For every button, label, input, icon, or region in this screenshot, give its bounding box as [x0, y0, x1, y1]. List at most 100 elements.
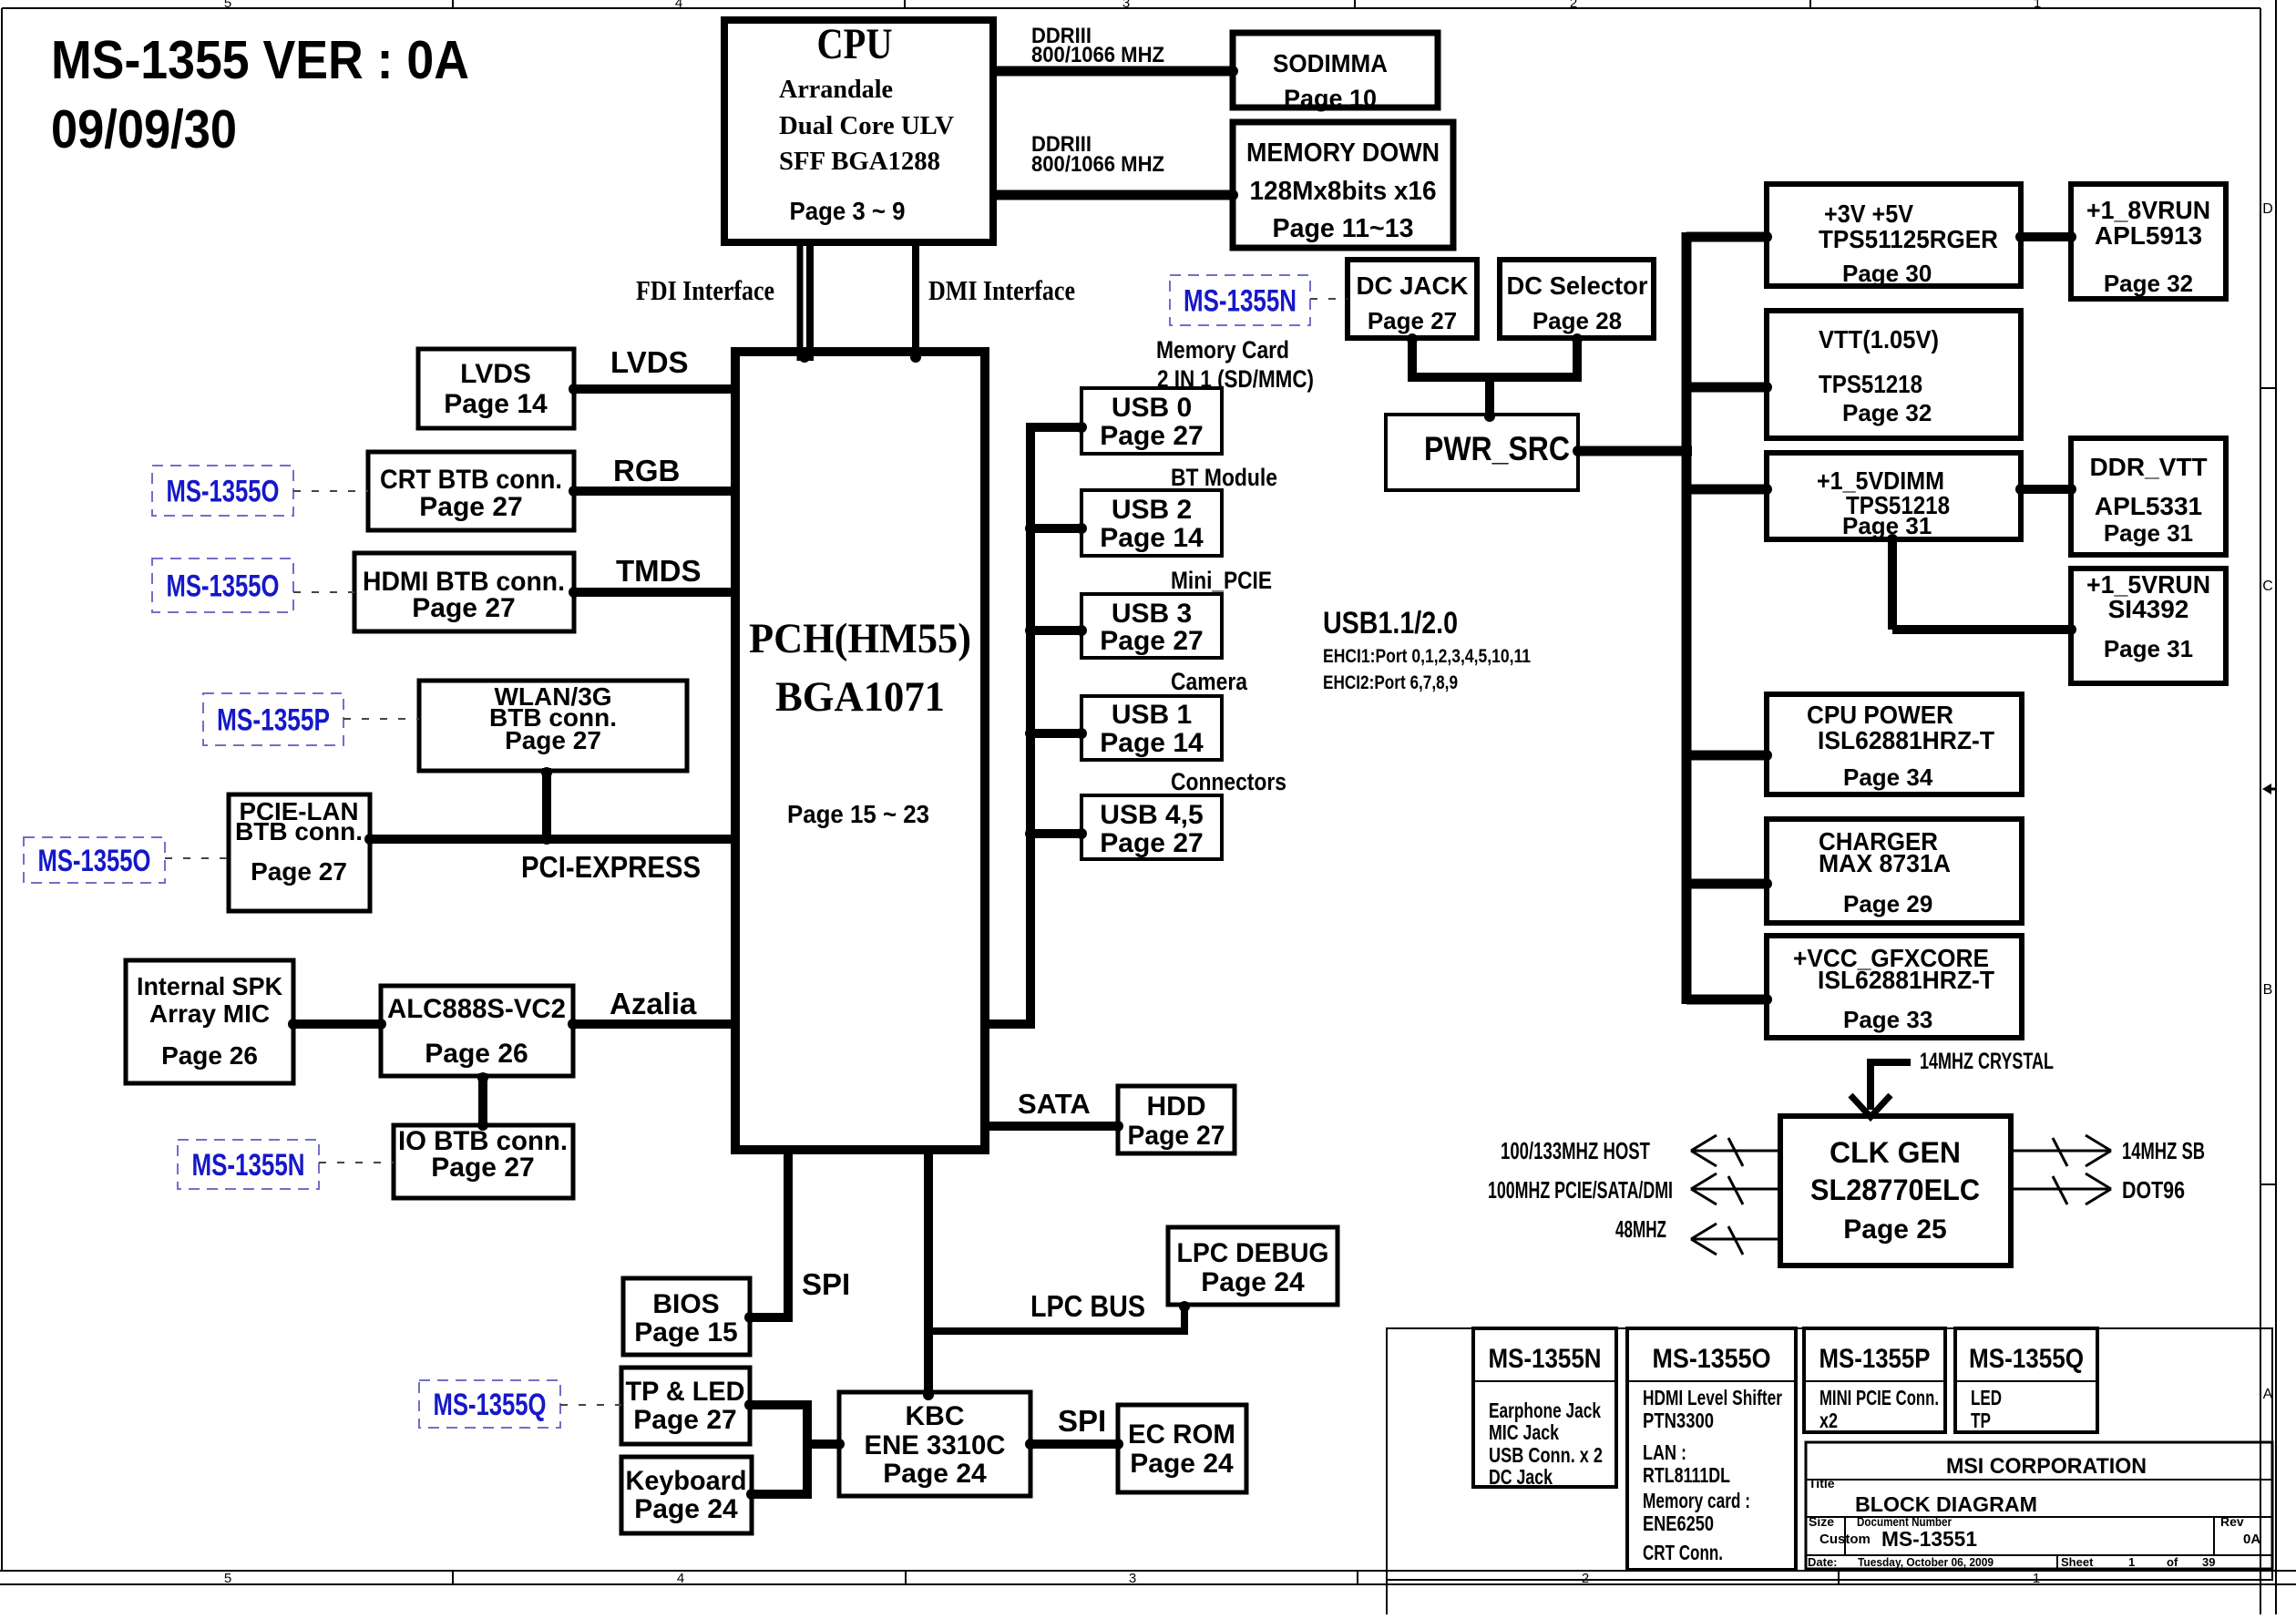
svg-text:CRT BTB conn.: CRT BTB conn.: [380, 465, 562, 495]
svg-text:Page 31: Page 31: [2104, 519, 2193, 547]
svg-text:Page 27: Page 27: [251, 857, 347, 886]
svg-text:Page 15: Page 15: [634, 1317, 737, 1347]
svg-text:C: C: [2262, 579, 2273, 594]
svg-text:Page 26: Page 26: [161, 1041, 258, 1070]
svg-text:B: B: [2263, 982, 2273, 998]
svg-text:Page 24: Page 24: [883, 1459, 987, 1489]
svg-text:Arrandale: Arrandale: [779, 75, 893, 104]
svg-text:TPS51218: TPS51218: [1846, 491, 1950, 519]
svg-text:Custom: Custom: [1819, 1532, 1871, 1547]
svg-text:LED: LED: [1971, 1386, 2002, 1409]
svg-text:2: 2: [1570, 0, 1577, 11]
svg-text:ENE 3310C: ENE 3310C: [865, 1430, 1006, 1460]
svg-text:Date:: Date:: [1808, 1555, 1838, 1569]
svg-text:Page 27: Page 27: [1368, 307, 1457, 334]
svg-text:HDMI BTB conn.: HDMI BTB conn.: [363, 567, 565, 597]
svg-text:USB Conn. x 2: USB Conn. x 2: [1489, 1443, 1603, 1467]
svg-text:SATA: SATA: [1018, 1088, 1091, 1120]
svg-text:EHCI2:Port 6,7,8,9: EHCI2:Port 6,7,8,9: [1323, 672, 1458, 693]
svg-text:MIC Jack: MIC Jack: [1489, 1420, 1559, 1444]
svg-text:Earphone Jack: Earphone Jack: [1489, 1399, 1601, 1422]
svg-text:USB 3: USB 3: [1112, 599, 1192, 629]
svg-text:CPU: CPU: [817, 20, 893, 68]
svg-text:Tuesday, October 06, 2009: Tuesday, October 06, 2009: [1858, 1555, 1994, 1569]
svg-text:MS-1355O: MS-1355O: [167, 475, 280, 509]
svg-text:Page 34: Page 34: [1843, 763, 1933, 791]
svg-text:Page 27: Page 27: [412, 593, 515, 623]
svg-text:EHCI1:Port 0,1,2,3,4,5,10,11: EHCI1:Port 0,1,2,3,4,5,10,11: [1323, 646, 1531, 667]
svg-text:Page 27: Page 27: [1100, 421, 1203, 451]
svg-text:0A: 0A: [2243, 1532, 2260, 1547]
svg-text:DC JACK: DC JACK: [1357, 272, 1469, 300]
svg-text:14MHZ CRYSTAL: 14MHZ CRYSTAL: [1920, 1049, 2054, 1074]
svg-text:Page 25: Page 25: [1843, 1214, 1946, 1245]
svg-text:USB 2: USB 2: [1112, 495, 1192, 525]
svg-text:CPU POWER: CPU POWER: [1807, 701, 1953, 729]
svg-text:VTT(1.05V): VTT(1.05V): [1819, 325, 1939, 354]
svg-text:MAX 8731A: MAX 8731A: [1819, 849, 1951, 877]
svg-text:Page 26: Page 26: [425, 1039, 528, 1069]
svg-text:RGB: RGB: [613, 454, 680, 487]
svg-text:800/1066 MHZ: 800/1066 MHZ: [1031, 152, 1164, 177]
svg-text:DDRIII: DDRIII: [1031, 24, 1092, 48]
svg-text:BTB conn.: BTB conn.: [489, 703, 617, 732]
svg-text:BLOCK DIAGRAM: BLOCK DIAGRAM: [1855, 1492, 2037, 1516]
svg-text:CHARGER: CHARGER: [1819, 827, 1938, 856]
svg-text:HDMI Level Shifter: HDMI Level Shifter: [1643, 1386, 1782, 1409]
svg-text:SODIMMA: SODIMMA: [1273, 49, 1388, 77]
svg-text:FDI Interface: FDI Interface: [636, 274, 774, 306]
svg-text:Page 27: Page 27: [505, 726, 601, 754]
svg-text:Page 3 ~ 9: Page 3 ~ 9: [790, 197, 906, 225]
svg-text:Dual Core ULV: Dual Core ULV: [779, 111, 954, 140]
svg-text:PCI-EXPRESS: PCI-EXPRESS: [521, 850, 701, 884]
svg-text:ALC888S-VC2: ALC888S-VC2: [387, 994, 566, 1024]
svg-text:TMDS: TMDS: [616, 554, 702, 588]
svg-text:4: 4: [677, 1571, 684, 1586]
svg-text:SPI: SPI: [802, 1267, 850, 1301]
svg-text:DC Selector: DC Selector: [1507, 272, 1648, 300]
svg-text:APL5913: APL5913: [2095, 221, 2202, 250]
svg-text:Page 27: Page 27: [431, 1153, 534, 1183]
svg-text:ISL62881HRZ-T: ISL62881HRZ-T: [1818, 726, 1994, 754]
svg-text:Memory Card: Memory Card: [1156, 336, 1289, 364]
svg-text:USB 0: USB 0: [1112, 393, 1192, 423]
svg-text:14MHZ SB: 14MHZ SB: [2122, 1137, 2205, 1164]
svg-text:KBC: KBC: [906, 1401, 965, 1431]
svg-text:Page 28: Page 28: [1532, 307, 1622, 334]
svg-text:+1_8VRUN: +1_8VRUN: [2086, 196, 2210, 224]
svg-text:MS-1355O: MS-1355O: [1653, 1344, 1771, 1374]
svg-text:Keyboard: Keyboard: [626, 1466, 747, 1496]
svg-text:ENE6250: ENE6250: [1643, 1511, 1714, 1535]
svg-text:LVDS: LVDS: [610, 345, 689, 379]
svg-text:IO BTB conn.: IO BTB conn.: [398, 1126, 568, 1156]
svg-text:Page 32: Page 32: [1842, 399, 1932, 426]
svg-text:Azalia: Azalia: [610, 987, 697, 1020]
svg-text:USB1.1/2.0: USB1.1/2.0: [1323, 606, 1458, 640]
svg-text:MS-1355N: MS-1355N: [1184, 284, 1297, 319]
svg-text:Rev: Rev: [2220, 1514, 2244, 1529]
svg-text:3: 3: [1129, 1571, 1136, 1586]
svg-text:PWR_SRC: PWR_SRC: [1424, 430, 1570, 467]
svg-text:WLAN/3G: WLAN/3G: [494, 682, 611, 711]
svg-text:MS-1355Q: MS-1355Q: [434, 1388, 547, 1422]
svg-text:TPS51125RGER: TPS51125RGER: [1819, 225, 1998, 253]
svg-text:Page 11~13: Page 11~13: [1273, 214, 1414, 243]
svg-text:Page 14: Page 14: [444, 389, 548, 419]
svg-text:SFF BGA1288: SFF BGA1288: [779, 147, 940, 176]
svg-text:BGA1071: BGA1071: [775, 673, 945, 721]
svg-text:Sheet: Sheet: [2061, 1555, 2094, 1569]
svg-text:CLK GEN: CLK GEN: [1830, 1136, 1961, 1169]
svg-text:Array MIC: Array MIC: [149, 999, 270, 1028]
svg-text:DOT96: DOT96: [2122, 1176, 2185, 1204]
svg-text:39: 39: [2202, 1555, 2215, 1569]
svg-text:MEMORY DOWN: MEMORY DOWN: [1246, 138, 1440, 168]
svg-text:Page 24: Page 24: [1130, 1449, 1234, 1479]
svg-text:5: 5: [224, 0, 231, 11]
svg-text:MS-1355O: MS-1355O: [38, 844, 151, 878]
svg-text:4: 4: [675, 0, 682, 11]
svg-text:Page 27: Page 27: [1100, 626, 1203, 656]
svg-text:Size: Size: [1809, 1514, 1834, 1529]
svg-text:1: 1: [2128, 1555, 2135, 1569]
svg-text:Page 15 ~ 23: Page 15 ~ 23: [787, 800, 929, 828]
svg-text:100MHZ PCIE/SATA/DMI: 100MHZ PCIE/SATA/DMI: [1488, 1176, 1673, 1204]
